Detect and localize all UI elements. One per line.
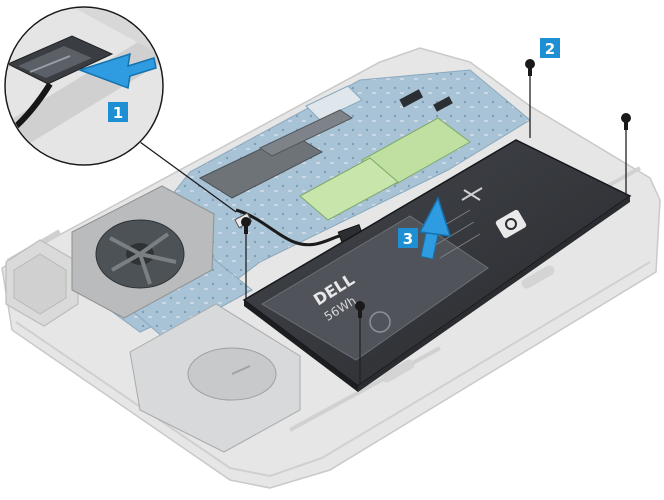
zoom-inset <box>4 6 164 166</box>
callout-step-3-label: 3 <box>403 230 413 248</box>
battery-pack[interactable]: DELL 56Wh <box>242 139 632 392</box>
hard-drive-bay <box>129 303 301 453</box>
lift-arrow-icon <box>418 196 452 260</box>
screw-icon <box>621 113 631 196</box>
pull-arrow-icon <box>77 52 157 90</box>
callout-step-3: 3 <box>398 228 418 248</box>
screw-icon <box>525 59 535 138</box>
cooling-fan <box>71 185 215 319</box>
callout-step-2: 2 <box>540 38 560 58</box>
zoom-leader-line <box>139 141 237 213</box>
callout-step-1-label: 1 <box>113 104 123 122</box>
screw-icon <box>241 217 251 300</box>
hinge-left <box>5 239 79 327</box>
screw-icon <box>355 301 365 384</box>
callout-step-2-label: 2 <box>545 40 555 58</box>
recycle-icon <box>495 209 527 239</box>
callout-step-1: 1 <box>108 102 128 122</box>
